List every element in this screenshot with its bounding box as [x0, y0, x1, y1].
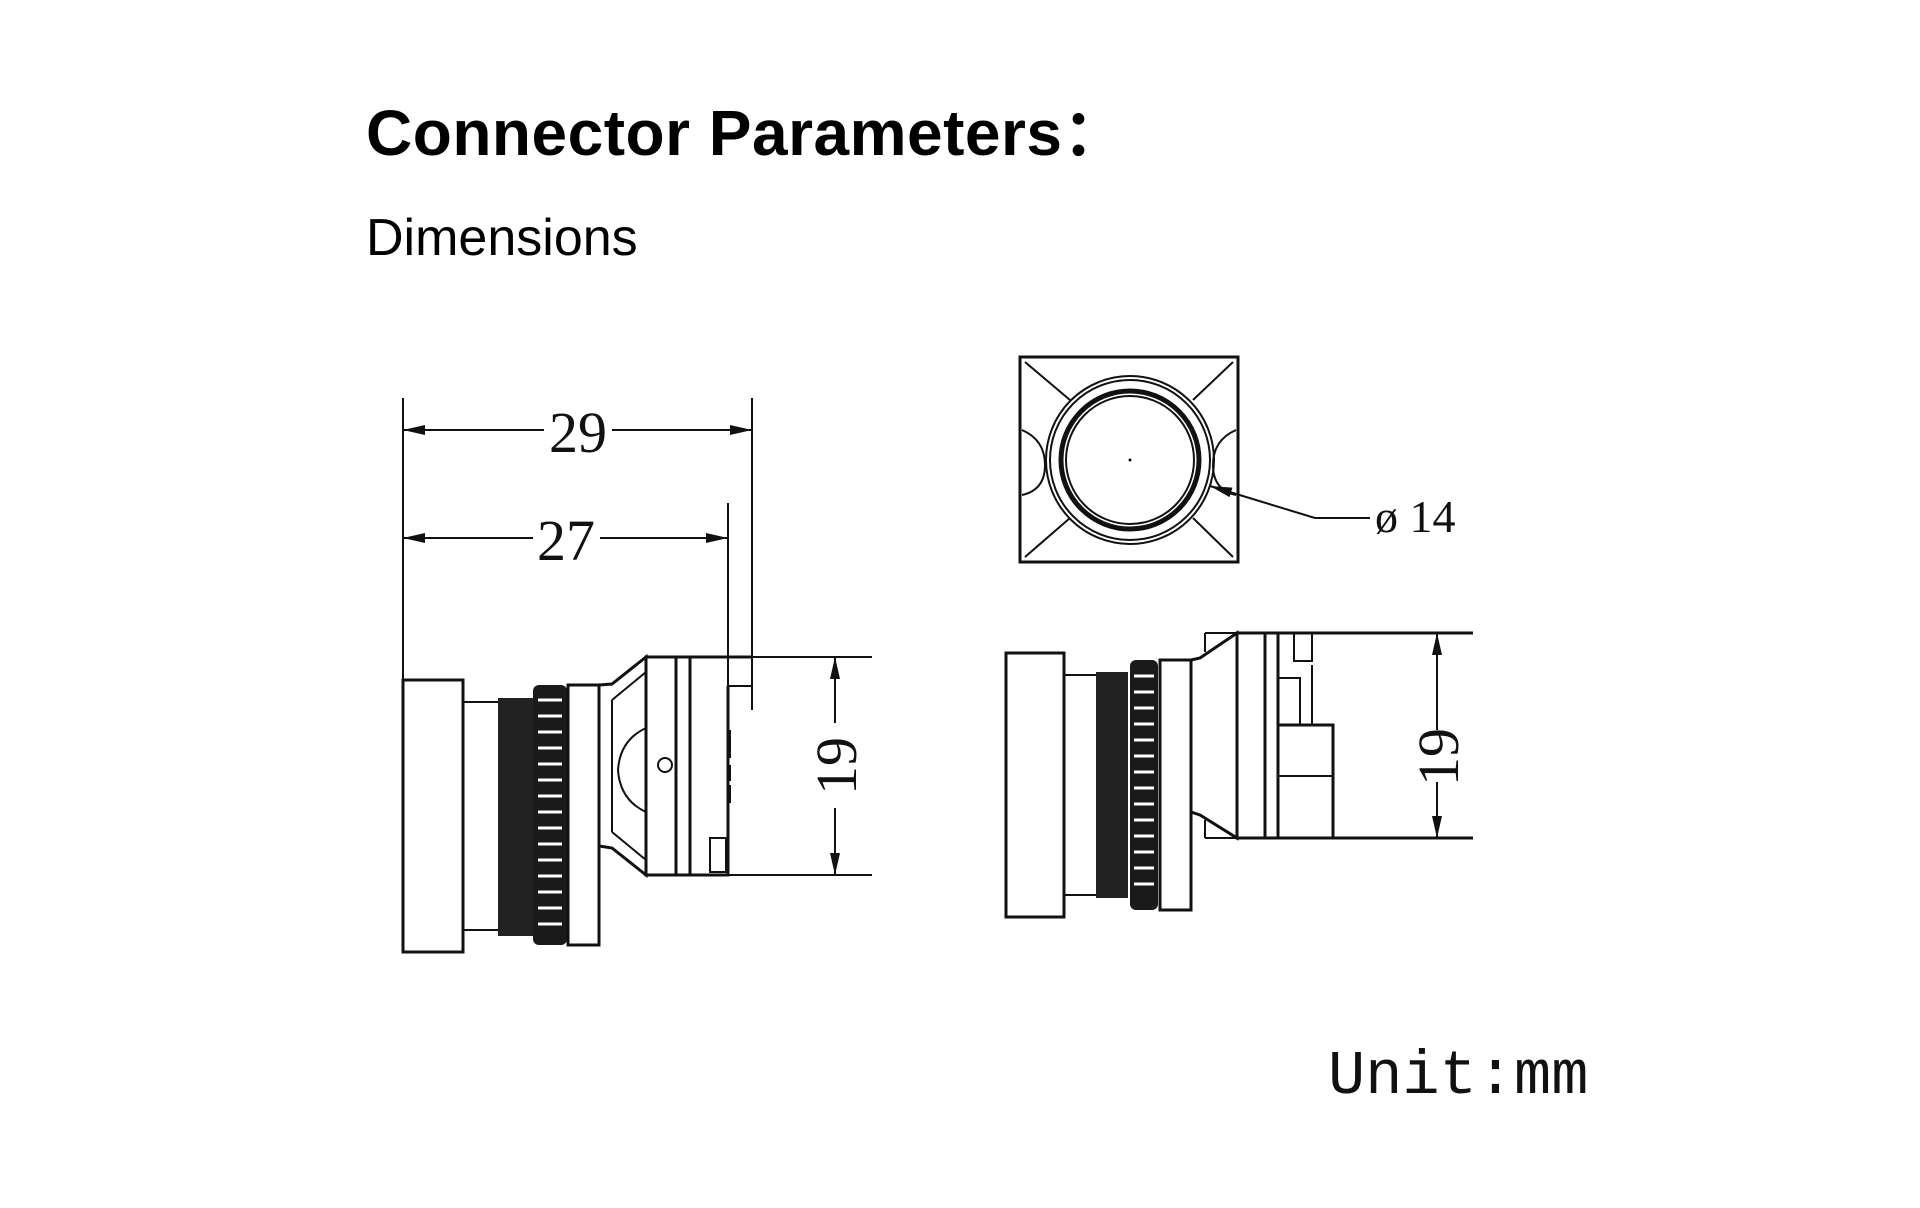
- section-subtitle: Dimensions: [366, 209, 638, 267]
- dimension-19-left-label: 19: [804, 737, 869, 795]
- diameter-callout: ø 14: [1209, 485, 1456, 542]
- front-view: ø 14: [1018, 355, 1456, 564]
- page-title: Connector Parameters：: [366, 97, 1127, 169]
- dimension-19-right-label: 19: [1406, 728, 1471, 786]
- right-side-view: 19: [1004, 630, 1473, 919]
- lens-cap: [401, 678, 465, 954]
- unit-label: Unit:mm: [1328, 1041, 1588, 1112]
- dimension-19-right: 19: [1406, 633, 1471, 838]
- dimension-27-label: 27: [537, 508, 595, 573]
- dimension-27: 27: [403, 508, 728, 573]
- dimension-19-left: 19: [804, 657, 869, 875]
- focus-ring: [533, 685, 567, 945]
- left-side-view: 29 27: [401, 398, 872, 954]
- dimension-29: 29: [403, 400, 752, 465]
- dimension-29-label: 29: [549, 400, 607, 465]
- diameter-label: ø 14: [1375, 491, 1456, 542]
- lens-thread: [498, 698, 534, 936]
